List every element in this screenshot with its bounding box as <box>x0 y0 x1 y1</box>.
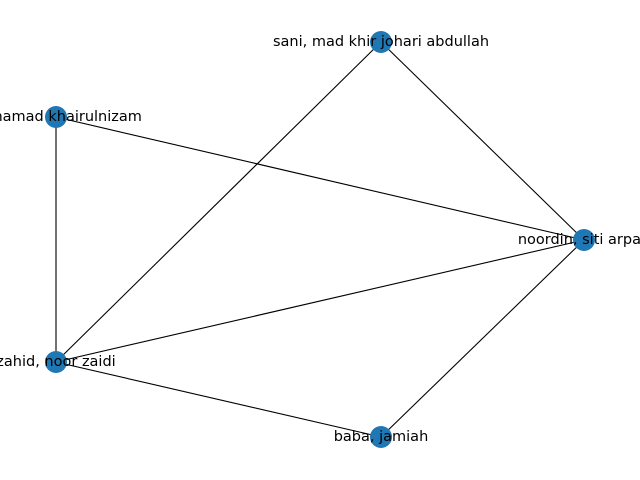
node-label-khairulnizam: muhamad khairulnizam <box>0 109 142 125</box>
nodes-layer <box>45 31 595 448</box>
edges-layer <box>55 41 585 438</box>
node-khairulnizam <box>45 106 67 128</box>
node-label-noordin: noordin, siti arpah <box>518 232 640 248</box>
edge-zahid-noordin <box>55 239 585 363</box>
node-label-zahid: zahid, noor zaidi <box>0 354 116 370</box>
labels-layer: sani, mad khir johari abdullah muhamad kh… <box>0 34 640 445</box>
node-zahid <box>45 351 67 373</box>
edge-baba-noordin <box>380 239 585 438</box>
node-sani <box>370 31 392 53</box>
edge-zahid-baba <box>55 361 382 438</box>
edge-sani-zahid <box>55 41 382 363</box>
node-label-sani: sani, mad khir johari abdullah <box>273 34 489 50</box>
edge-sani-noordin <box>380 41 585 241</box>
node-noordin <box>573 229 595 251</box>
node-baba <box>370 426 392 448</box>
edge-khairulnizam-noordin <box>55 116 585 241</box>
node-label-baba: baba, jamiah <box>334 429 429 445</box>
